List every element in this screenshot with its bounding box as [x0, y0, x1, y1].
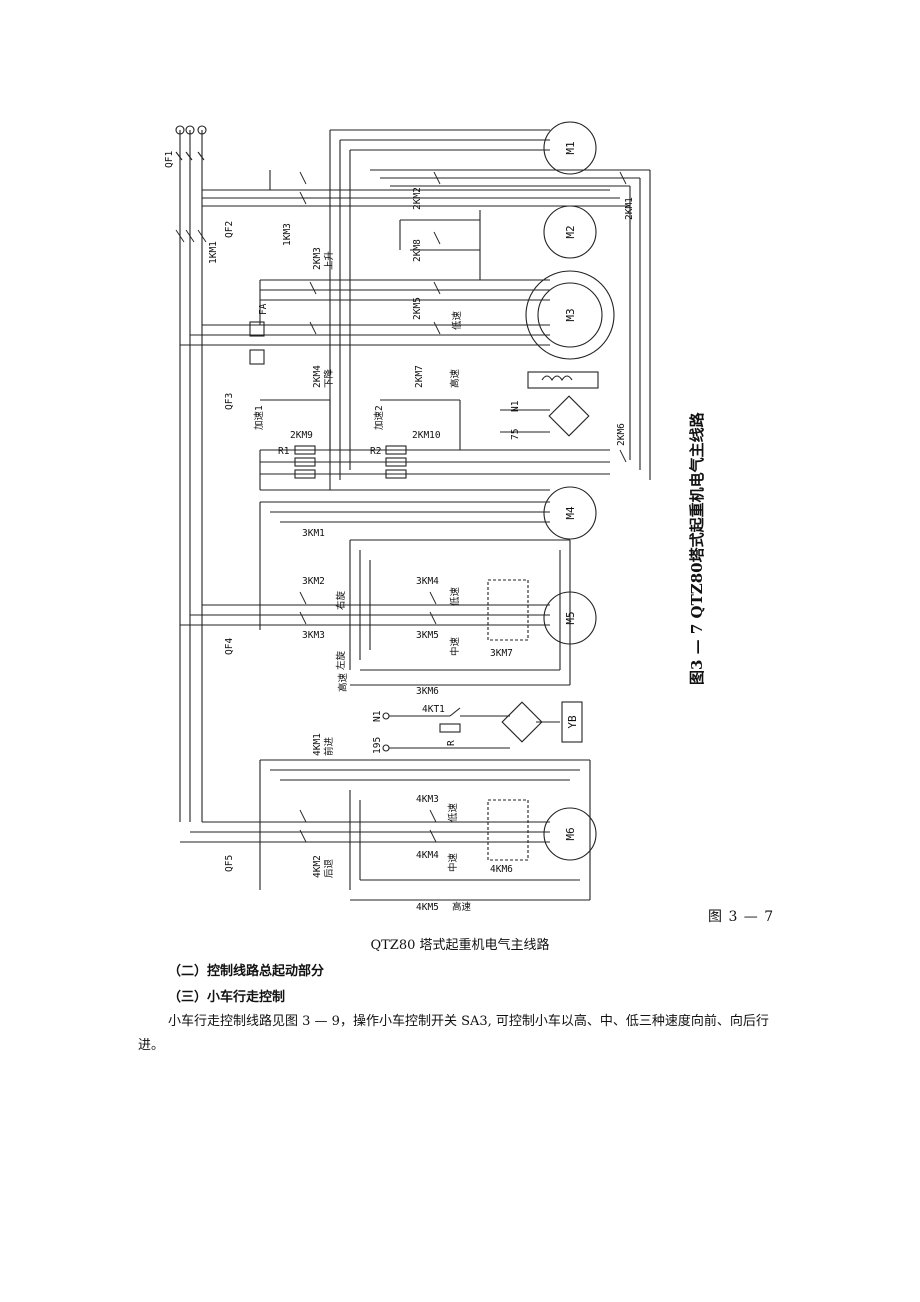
right-turn-label: 右旋 — [335, 591, 347, 611]
high-speed-label-2: 高速 — [337, 673, 349, 693]
4km3-label: 4KM3 — [416, 794, 439, 805]
motor-m1: M1 — [543, 121, 597, 175]
motor-m5-label: M5 — [564, 611, 577, 624]
motor-m3-label: M3 — [564, 308, 577, 321]
section-heading-3: （三）小车行走控制 — [168, 990, 286, 1005]
figure-caption: QTZ80 塔式起重机电气主线路 — [370, 938, 550, 953]
high-speed-label-3: 高速 — [452, 901, 472, 913]
r1-label: R1 — [278, 446, 290, 457]
motor-m2: M2 — [543, 205, 597, 259]
motor-m4: M4 — [543, 486, 597, 540]
4kt1-label: 4KT1 — [422, 704, 445, 715]
4km2-label: 4KM2 — [312, 855, 323, 878]
2km7-label: 2KM7 — [414, 365, 425, 388]
body-paragraph: 小车行走控制线路见图 3 — 9，操作小车控制开关 SA3, 可控制小车以高、中… — [138, 1014, 769, 1053]
circuit-diagram: M1 M2 M3 M4 M5 M6 YB QF1 QF2 1KM1 1KM3 2… — [150, 110, 770, 930]
circuit-svg: M1 M2 M3 M4 M5 M6 YB QF1 QF2 1KM1 1KM3 2… — [164, 121, 706, 913]
yb-label: YB — [566, 715, 579, 729]
motor-m1-label: M1 — [564, 141, 577, 154]
3km3-label: 3KM3 — [302, 630, 325, 641]
2km1-label: 2KM1 — [624, 197, 635, 220]
low-speed-label-2: 低速 — [449, 587, 461, 607]
195-label: 195 — [372, 737, 383, 754]
diagram-vertical-title: 图3 — 7 QTZ80塔式起重机电气主线路 — [688, 411, 706, 685]
motor-m6-label: M6 — [564, 827, 577, 840]
brake-assembly — [500, 371, 599, 437]
1km1-label: 1KM1 — [208, 241, 219, 264]
backward-label: 后退 — [324, 859, 335, 879]
motor-m3: M3 — [525, 270, 615, 360]
slewing-wiring — [180, 501, 571, 686]
motor-m5: M5 — [543, 591, 597, 645]
qf2-label: QF2 — [224, 221, 235, 238]
fa-relay-2 — [249, 349, 265, 365]
section-heading-2: （二）控制线路总起动部分 — [168, 964, 325, 979]
supply-lines — [175, 125, 207, 822]
3km6-label: 3KM6 — [416, 686, 439, 697]
3km4-label: 3KM4 — [416, 576, 439, 587]
up-label: 上升 — [324, 250, 335, 270]
4km4-label: 4KM4 — [416, 850, 439, 861]
acc1-label: 加速1 — [254, 405, 265, 430]
left-turn-label: 左旋 — [335, 651, 347, 671]
4km5-label: 4KM5 — [416, 902, 439, 913]
mid-speed-label-2: 中速 — [447, 853, 459, 873]
low-speed-label-3: 低速 — [447, 803, 459, 823]
3km5-label: 3KM5 — [416, 630, 439, 641]
resistor-bank — [259, 399, 610, 491]
motor-m6: M6 — [543, 807, 597, 861]
qf1-label: QF1 — [164, 151, 175, 168]
qf3-label: QF3 — [224, 393, 235, 410]
3km2-label: 3KM2 — [302, 576, 325, 587]
1km3-label: 1KM3 — [282, 223, 293, 246]
n1-label-1: N1 — [510, 400, 521, 412]
4km6-label: 4KM6 — [490, 864, 513, 875]
4km1-label: 4KM1 — [312, 733, 323, 756]
2km2-label: 2KM2 — [412, 187, 423, 210]
mid-speed-label-1: 中速 — [449, 637, 461, 657]
2km3-label: 2KM3 — [312, 247, 323, 270]
2km9-label: 2KM9 — [290, 430, 313, 441]
hoist-wiring — [180, 129, 651, 490]
2km4-label: 2KM4 — [312, 365, 323, 388]
yb-box: YB — [561, 701, 583, 743]
2km10-label: 2KM10 — [412, 430, 441, 441]
low-speed-label-1: 低速 — [451, 310, 463, 330]
2km8-label: 2KM8 — [412, 239, 423, 262]
n1-label-2: N1 — [372, 710, 383, 722]
fa-relay — [249, 321, 265, 337]
yb-brake-wiring — [382, 701, 560, 752]
qf4-label: QF4 — [224, 638, 235, 655]
motor-m2-label: M2 — [564, 225, 577, 238]
down-label: 下降 — [323, 368, 335, 388]
2km6-label: 2KM6 — [616, 423, 627, 446]
3km1-label: 3KM1 — [302, 528, 325, 539]
n75-label: 75 — [510, 429, 521, 440]
acc2-label: 加速2 — [374, 405, 385, 430]
motor-m4-label: M4 — [564, 506, 577, 520]
3km7-label: 3KM7 — [490, 648, 513, 659]
forward-label: 前进 — [323, 737, 335, 757]
r2-label: R2 — [370, 446, 381, 457]
high-speed-label-1: 高速 — [449, 368, 461, 388]
r-label: R — [446, 740, 457, 746]
qf5-label: QF5 — [224, 855, 235, 872]
2km5-label: 2KM5 — [412, 297, 423, 320]
figure-number: 图 3 — 7 — [708, 909, 775, 925]
fa-label: FA — [258, 303, 269, 315]
diagram-labels: QF1 QF2 1KM1 1KM3 2KM1 2KM2 2KM3 上升 2KM8… — [164, 151, 635, 913]
trolley-wiring — [180, 759, 591, 901]
